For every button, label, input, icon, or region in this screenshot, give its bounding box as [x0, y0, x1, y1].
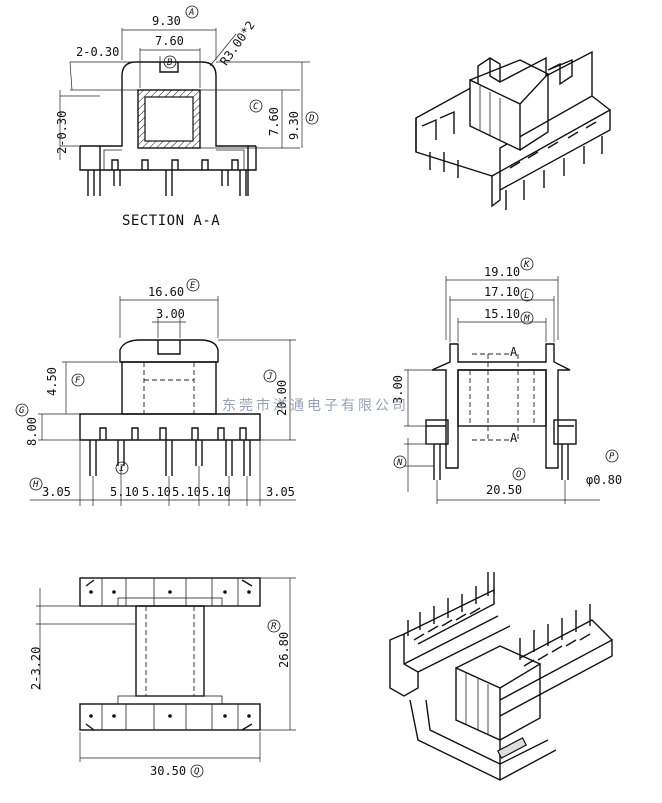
dim-side-mid-width: 17.10 [484, 285, 520, 299]
callout-b-circle [163, 55, 177, 69]
callout-o-circle [512, 467, 526, 481]
callout-h-circle [29, 477, 43, 491]
dim-section-radius: R3.00*2 [217, 18, 257, 67]
section-view: 9.30 7.60 2-0.30 R3.00*2 2-0.30 7.60 9.3… [55, 5, 319, 229]
watermark: 东莞市洋通电子有限公司 [222, 397, 409, 414]
callout-f: F [75, 376, 81, 386]
callout-m-circle [520, 311, 534, 325]
callout-j: J [266, 372, 272, 382]
dim-front-total-height: 20.00 [275, 380, 289, 416]
dim-front-upper-height: 4.50 [45, 367, 59, 396]
dim-side-outer-width: 19.10 [484, 265, 520, 279]
callout-q: Q [194, 767, 200, 777]
callout-l: L [524, 291, 529, 301]
isometric-view-bottom [389, 572, 613, 781]
dim-front-pitch-2: 5.10 [142, 485, 171, 499]
dim-section-top-width: 9.30 [152, 14, 181, 28]
dim-front-left-margin: 3.05 [42, 485, 71, 499]
section-mark-bottom: A [510, 431, 518, 445]
dim-front-pitch-3: 5.10 [172, 485, 201, 499]
bottom-view: 26.80 2-3.20 30.50 R Q [29, 577, 296, 778]
dim-bottom-width: 30.50 [150, 764, 186, 778]
side-right-foot [553, 419, 577, 445]
dim-bottom-wall: 2-3.20 [29, 647, 43, 690]
dim-front-pitch-1: 5.10 [110, 485, 139, 499]
callout-h: H [32, 480, 39, 490]
front-view: 16.60 3.00 4.50 8.00 20.00 3.05 5.10 5.1… [15, 278, 296, 506]
callout-o: O [516, 470, 522, 480]
dim-section-inner-height: 7.60 [267, 107, 281, 136]
dim-side-height: 3.00 [391, 375, 405, 404]
dim-side-pin-diameter: φ0.80 [586, 473, 622, 487]
side-left-foot [425, 419, 449, 445]
section-mark-top: A [510, 345, 518, 359]
callout-n: N [396, 458, 403, 468]
section-title: SECTION A-A [122, 213, 220, 229]
dim-side-pin-pitch: 20.50 [486, 483, 522, 497]
dim-section-slot: 2-0.30 [76, 45, 119, 59]
callout-g-circle [15, 403, 29, 417]
dim-section-inner-width: 7.60 [155, 34, 184, 48]
dim-front-right-margin: 3.05 [266, 485, 295, 499]
dim-front-flange-width: 16.60 [148, 285, 184, 299]
callout-r: R [271, 622, 277, 632]
callout-e-circle [186, 278, 200, 292]
dim-front-pitch-4: 5.10 [202, 485, 231, 499]
dim-side-inner-width: 15.10 [484, 307, 520, 321]
callout-i: I [119, 464, 125, 474]
dim-front-slot-width: 3.00 [156, 307, 185, 321]
dim-section-outer-height: 9.30 [287, 111, 301, 140]
callout-q-circle [190, 764, 204, 778]
callout-k: K [523, 260, 530, 270]
callout-l-circle [520, 288, 534, 302]
callout-i-circle [115, 461, 129, 475]
callout-g: G [19, 406, 25, 416]
callout-m: M [523, 314, 530, 324]
callout-a: A [188, 8, 194, 18]
bottom-bottom-flange [79, 703, 261, 731]
dim-front-base-height: 8.00 [25, 417, 39, 446]
callout-d-circle [305, 111, 319, 125]
callout-c-circle [249, 99, 263, 113]
callout-n-circle [393, 455, 407, 469]
side-view: 19.10 17.10 15.10 3.00 20.50 φ0.80 A A K… [391, 257, 622, 504]
callout-p: P [609, 452, 615, 462]
callout-c: C [253, 102, 259, 112]
callout-d: D [308, 114, 314, 124]
callout-f-circle [71, 373, 85, 387]
callout-b: B [167, 58, 173, 68]
side-core [457, 369, 547, 427]
callout-r-circle [267, 619, 281, 633]
bobbin-core [121, 361, 217, 415]
callout-a-circle [185, 5, 199, 19]
dim-section-left-thickness: 2-0.30 [55, 111, 69, 154]
isometric-view-top [415, 50, 611, 210]
callout-k-circle [520, 257, 534, 271]
dim-bottom-length: 26.80 [277, 632, 291, 668]
callout-e: E [190, 281, 196, 291]
callout-j-circle [263, 369, 277, 383]
callout-p-circle [605, 449, 619, 463]
